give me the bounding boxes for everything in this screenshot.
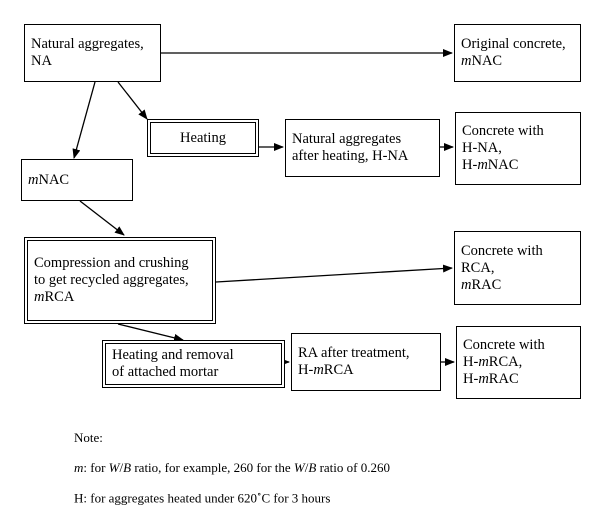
node-heating: Heating: [147, 119, 259, 157]
node-mnac: mNAC: [21, 159, 133, 201]
node-line: Concrete with: [463, 337, 545, 353]
note-m-definition: m: for W/B ratio, for example, 260 for t…: [74, 460, 390, 475]
node-line: Natural aggregates: [292, 131, 402, 147]
node-line: Concrete with: [461, 242, 543, 259]
node-line: after heating, H-NA: [292, 148, 409, 164]
node-line: Natural aggregates,: [31, 36, 144, 52]
node-line: H-mRCA: [298, 362, 354, 378]
node-text: Original concrete,mNAC: [461, 36, 566, 70]
node-line: Compression and crushing: [34, 255, 189, 271]
node-ra-after-treatment: RA after treatment,H-mRCA: [291, 333, 441, 391]
arrow-na-to-heating: [117, 81, 148, 120]
node-line: NA: [31, 53, 52, 69]
node-line: mNAC: [461, 53, 503, 69]
node-line: Concrete with: [462, 123, 544, 139]
node-text: Natural aggregates,NA: [31, 36, 144, 70]
node-line: mRAC: [461, 276, 502, 293]
node-line: mRCA: [34, 289, 75, 305]
node-natural-aggregates: Natural aggregates,NA: [24, 24, 161, 82]
arrow-mnac-to-compression: [79, 200, 125, 236]
node-text: Heating: [180, 130, 226, 147]
node-text: RA after treatment,H-mRCA: [298, 345, 410, 379]
arrow-compression-to-rca: [215, 264, 453, 283]
arrow-compression-to-heating: [117, 323, 184, 342]
node-line: H-mNAC: [462, 157, 519, 173]
note-h-definition: H: for aggregates heated under 620∘C for…: [74, 489, 331, 506]
node-line: mNAC: [28, 171, 70, 188]
node-line: H-NA,: [462, 140, 502, 156]
arrow-na-to-mnac: [72, 81, 96, 159]
node-line: RCA,: [461, 259, 495, 276]
node-line: H-mRCA,: [463, 354, 523, 370]
node-original-concrete: Original concrete,mNAC: [454, 24, 581, 82]
node-text: mNAC: [28, 172, 69, 189]
node-line: of attached mortar: [112, 364, 219, 380]
node-line: RA after treatment,: [298, 345, 410, 361]
node-line: H-mRAC: [463, 371, 519, 387]
node-line: Heating and removal: [112, 347, 234, 363]
node-line: Original concrete,: [461, 36, 566, 52]
node-line: Heating: [180, 129, 226, 146]
node-line: to get recycled aggregates,: [34, 272, 189, 288]
note-title: Note:: [74, 430, 103, 445]
